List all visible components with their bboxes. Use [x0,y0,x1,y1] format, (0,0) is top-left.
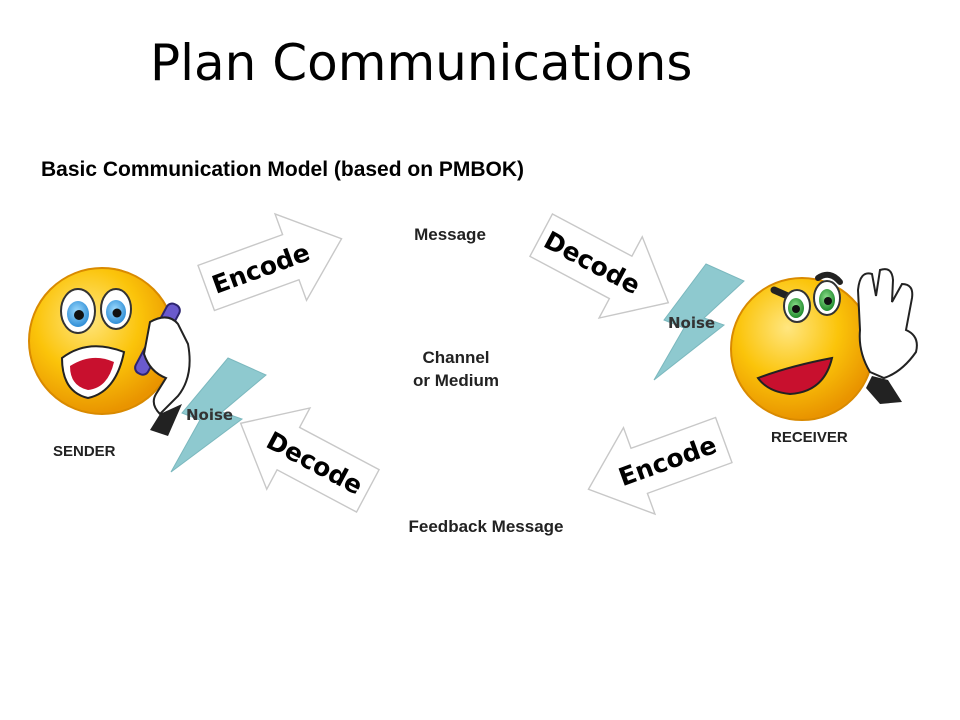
angry-face-hand-to-ear-icon [730,268,918,421]
lightning-bolt-icon [170,357,267,473]
noise-label-right: Noise [668,314,715,332]
receiver-label: RECEIVER [771,429,848,446]
encode-arrow-top-left: Encode [197,212,343,312]
noise-label-left: Noise [186,406,233,424]
lightning-bolt-icon [653,263,745,381]
shocked-face-with-phone-icon [28,267,191,436]
page-title: Plan Communications [150,34,692,92]
encode-arrow-bottom-right: Encode [587,416,733,516]
channel-label-line1: Channel [422,348,489,367]
decode-arrow-bottom-left: Decode [239,406,381,514]
feedback-message-label: Feedback Message [409,517,564,536]
sender-label: SENDER [53,443,116,460]
message-label: Message [414,225,486,244]
decode-arrow-top-right: Decode [528,212,670,320]
channel-label-line2: or Medium [413,371,499,390]
diagram-subtitle: Basic Communication Model (based on PMBO… [41,158,524,181]
